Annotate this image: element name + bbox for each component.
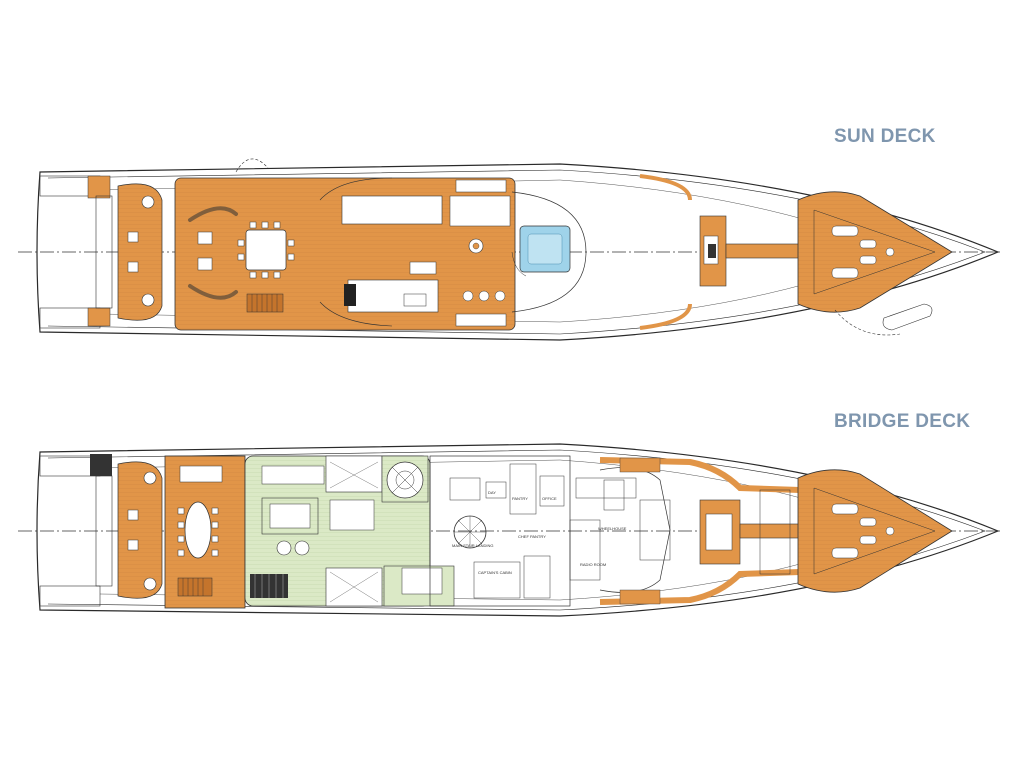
label-chef-pantry: CHEF PANTRY [518, 534, 546, 539]
sun-aft-sofa [117, 183, 163, 321]
sun-stair [246, 293, 284, 313]
label-pantry: PANTRY [512, 496, 528, 501]
bridge-deck-title: BRIDGE DECK [834, 411, 971, 432]
sun-deck-title: SUN DECK [834, 126, 936, 147]
sun-deck-plan [18, 158, 1002, 341]
bridge-dining-table [184, 501, 212, 559]
bridge-stair [177, 577, 213, 597]
label-captains-cabin: CAPTAIN'S CABIN [478, 570, 512, 575]
label-day: DAY [488, 490, 496, 495]
label-office: OFFICE [542, 496, 557, 501]
label-radio-room: RADIO ROOM [580, 562, 606, 567]
sun-tender [882, 303, 933, 331]
sun-bow-deck [797, 191, 953, 313]
bridge-aft-sofa [117, 461, 163, 599]
sun-dining-table [245, 229, 287, 271]
label-main-stair-landing: MAIN STAIR LANDING [452, 543, 494, 548]
bridge-bow-deck [797, 469, 953, 593]
label-wheelhouse: WHEELHOUSE [598, 526, 627, 531]
bridge-deck-plan: MAIN STAIR LANDING CHEF PANTRY CAPTAIN'S… [18, 443, 1002, 617]
